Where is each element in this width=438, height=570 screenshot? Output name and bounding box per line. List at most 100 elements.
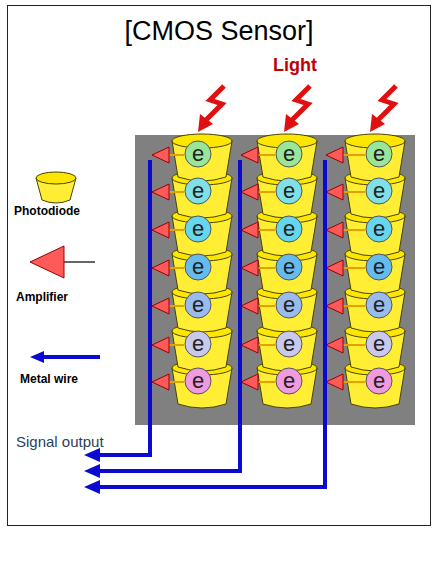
- photodiode-cup: [172, 292, 232, 332]
- legend-symbols: [30, 172, 100, 363]
- electron-circle: e: [184, 367, 212, 395]
- amplifier-symbol: [241, 222, 258, 238]
- electron-symbol: e: [373, 217, 385, 241]
- electron-circle: e: [275, 215, 303, 243]
- amplifier-symbol: [326, 222, 343, 238]
- amp-input-line: [258, 154, 275, 156]
- amplifier-array: [152, 147, 365, 390]
- amp-input-line: [258, 229, 275, 231]
- electron-shape: [276, 331, 302, 357]
- photodiode-cup: [345, 368, 405, 408]
- photodiode-cup: [257, 178, 317, 218]
- amp-input-line: [343, 154, 365, 156]
- amp-input-line: [169, 305, 184, 307]
- photodiode-cup: [257, 368, 317, 408]
- electron-symbol: e: [283, 369, 295, 393]
- electron-symbol: e: [373, 293, 385, 317]
- amplifier-symbol: [152, 260, 169, 276]
- metal-wire: [98, 160, 325, 487]
- amp-input-line: [169, 344, 184, 346]
- electron-symbol: e: [373, 179, 385, 203]
- amplifier-symbol: [152, 374, 169, 390]
- amp-input-line: [169, 154, 184, 156]
- amp-input-line: [343, 305, 365, 307]
- amplifier-legend-symbol: [30, 246, 64, 278]
- sensor-panel: [135, 135, 415, 425]
- electron-circle: e: [365, 140, 393, 168]
- amp-input-line: [258, 191, 275, 193]
- light-bolt: [206, 86, 224, 120]
- electron-shape: [366, 141, 392, 167]
- amplifier-symbol: [241, 374, 258, 390]
- electron-symbol: e: [192, 142, 204, 166]
- electron-circle: e: [275, 177, 303, 205]
- amplifier-symbol: [241, 260, 258, 276]
- electron-shape: [276, 178, 302, 204]
- amplifier-symbol: [241, 147, 258, 163]
- electron-circle: e: [275, 367, 303, 395]
- photodiode-cup: [172, 331, 232, 371]
- amplifier-symbol-line: [64, 261, 95, 263]
- electron-symbol: e: [192, 293, 204, 317]
- electron-circle: e: [365, 330, 393, 358]
- electron-shape: [366, 292, 392, 318]
- output-label: Signal output: [16, 433, 104, 450]
- metal-wire-symbol: [42, 355, 100, 359]
- photodiode-cup: [345, 292, 405, 332]
- electron-circle: e: [365, 367, 393, 395]
- electron-symbol: e: [373, 332, 385, 356]
- amplifier-symbol: [241, 298, 258, 314]
- photodiode-cup: [345, 254, 405, 294]
- photodiode-cup: [257, 216, 317, 256]
- metal-wires: [84, 160, 325, 494]
- electron-shape: [366, 331, 392, 357]
- amp-input-line: [343, 344, 365, 346]
- electron-circle: e: [275, 291, 303, 319]
- amp-input-line: [258, 305, 275, 307]
- electron-symbol: e: [283, 217, 295, 241]
- amp-input-line: [169, 381, 184, 383]
- photodiode-cup: [172, 141, 232, 181]
- wire-arrowhead: [84, 448, 100, 462]
- legend-text: Photodiode: [14, 204, 80, 218]
- electron-symbol: e: [373, 255, 385, 279]
- amp-input-line: [343, 381, 365, 383]
- electron-symbol: e: [283, 255, 295, 279]
- photodiode-cup: [345, 178, 405, 218]
- amp-input-line: [343, 267, 365, 269]
- electron-symbol: e: [283, 293, 295, 317]
- electron-circle: e: [275, 330, 303, 358]
- amplifier-symbol: [326, 184, 343, 200]
- amp-input-line: [258, 344, 275, 346]
- electron-symbol: e: [283, 179, 295, 203]
- electron-shape: [366, 254, 392, 280]
- electron-circle: e: [365, 291, 393, 319]
- legend-text: Amplifier: [16, 290, 68, 304]
- amplifier-symbol: [152, 298, 169, 314]
- electron-circle: e: [184, 330, 212, 358]
- light-arrowhead: [198, 114, 213, 132]
- photodiode-cup: [257, 331, 317, 371]
- electron-symbol: e: [192, 332, 204, 356]
- amplifier-symbol: [152, 222, 169, 238]
- electron-circle: e: [184, 215, 212, 243]
- amp-input-line: [169, 191, 184, 193]
- amplifier-symbol: [326, 337, 343, 353]
- electron-symbol: e: [373, 369, 385, 393]
- electron-shape: [276, 254, 302, 280]
- light-bolt: [292, 86, 310, 120]
- amplifier-symbol: [326, 260, 343, 276]
- electron-shape: [185, 178, 211, 204]
- electron-circle: e: [275, 140, 303, 168]
- electron-circle: e: [365, 177, 393, 205]
- electron-shape: [185, 292, 211, 318]
- electron-symbol: e: [192, 369, 204, 393]
- photodiode-cup: [345, 216, 405, 256]
- electron-circle: e: [184, 253, 212, 281]
- amp-input-line: [343, 229, 365, 231]
- frame: [8, 6, 431, 526]
- electron-circle: e: [275, 253, 303, 281]
- photodiode-cup: [345, 331, 405, 371]
- amplifier-symbol: [241, 337, 258, 353]
